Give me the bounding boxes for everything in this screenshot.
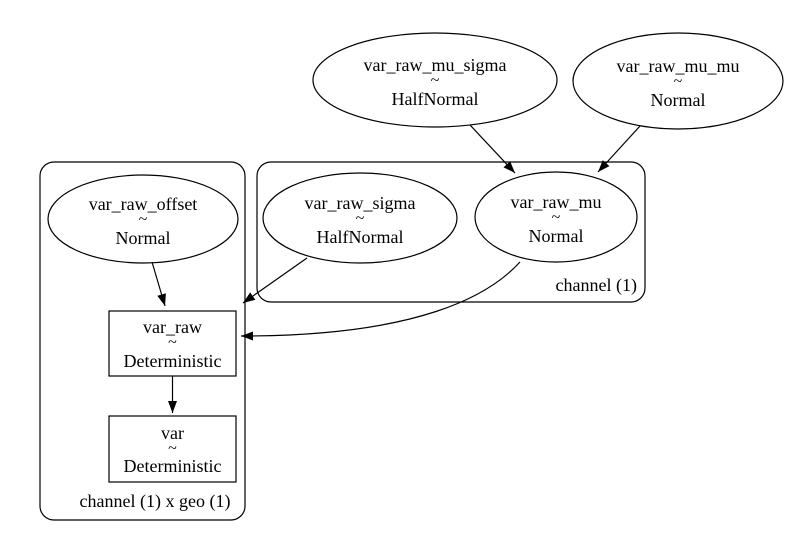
node-var-raw-offset-shape — [47, 174, 239, 264]
node-var-raw-mu-mu-name: var_raw_mu_mu — [617, 56, 740, 76]
node-var-raw-sigma: var_raw_sigma ~ HalfNormal — [262, 172, 458, 264]
plate-channel-label: channel (1) — [556, 275, 637, 296]
node-var-raw-mu-shape — [474, 171, 638, 263]
node-var-raw-offset-op: ~ — [139, 211, 148, 228]
node-var-raw-dist: Deterministic — [124, 351, 222, 371]
edge-var-raw-sigma-to-var-raw — [242, 257, 308, 304]
node-var-raw-sigma-dist: HalfNormal — [317, 227, 404, 247]
node-var-raw-mu-op: ~ — [552, 209, 561, 226]
node-var-raw-mu-mu-shape — [572, 32, 784, 130]
plate-channel-border — [256, 161, 646, 303]
edges — [151, 124, 641, 413]
plate-channel-geo-border — [39, 161, 246, 521]
node-var-raw-op: ~ — [168, 334, 177, 351]
node-var-raw-mu-mu-op: ~ — [674, 73, 683, 90]
node-var-raw-mu-name: var_raw_mu — [511, 192, 602, 212]
edge-var-raw-mu-to-var-raw — [240, 261, 521, 341]
node-var-raw-mu-sigma-dist: HalfNormal — [392, 89, 479, 109]
node-var-raw-offset: var_raw_offset ~ Normal — [47, 174, 239, 264]
node-var-raw-mu-sigma-shape — [312, 32, 558, 128]
edge-var-raw-offset-to-var-raw — [151, 261, 166, 307]
node-var-raw-name: var_raw — [143, 317, 202, 337]
node-var-raw: var_raw ~ Deterministic — [108, 310, 237, 377]
node-var-dist: Deterministic — [124, 456, 222, 476]
plate-channel-geo: channel (1) x geo (1) — [39, 161, 246, 521]
node-var-raw-mu-mu: var_raw_mu_mu ~ Normal — [572, 32, 784, 130]
node-var-raw-sigma-name: var_raw_sigma — [305, 193, 416, 213]
node-var: var ~ Deterministic — [108, 415, 237, 483]
plate-channel-geo-label: channel (1) x geo (1) — [80, 491, 231, 512]
node-var-raw-shape — [108, 310, 237, 377]
node-var-raw-offset-dist: Normal — [116, 228, 171, 248]
node-var-raw-mu-sigma-name: var_raw_mu_sigma — [364, 55, 507, 75]
node-var-raw-sigma-shape — [262, 172, 458, 264]
node-var-name: var — [161, 423, 184, 443]
node-var-raw-offset-name: var_raw_offset — [89, 194, 198, 214]
node-var-raw-mu-mu-dist: Normal — [651, 90, 706, 110]
node-var-raw-mu-sigma: var_raw_mu_sigma ~ HalfNormal — [312, 32, 558, 128]
node-var-raw-sigma-op: ~ — [356, 210, 365, 227]
node-var-raw-mu-dist: Normal — [529, 226, 584, 246]
node-var-op: ~ — [168, 440, 177, 457]
edge-var-raw-mu-sigma-to-var-raw-mu — [469, 124, 516, 174]
node-var-shape — [108, 415, 237, 483]
edge-var-raw-mu-mu-to-var-raw-mu — [597, 125, 641, 173]
plate-channel: channel (1) — [256, 161, 646, 303]
node-var-raw-mu-sigma-op: ~ — [431, 72, 440, 89]
node-var-raw-mu: var_raw_mu ~ Normal — [474, 171, 638, 263]
